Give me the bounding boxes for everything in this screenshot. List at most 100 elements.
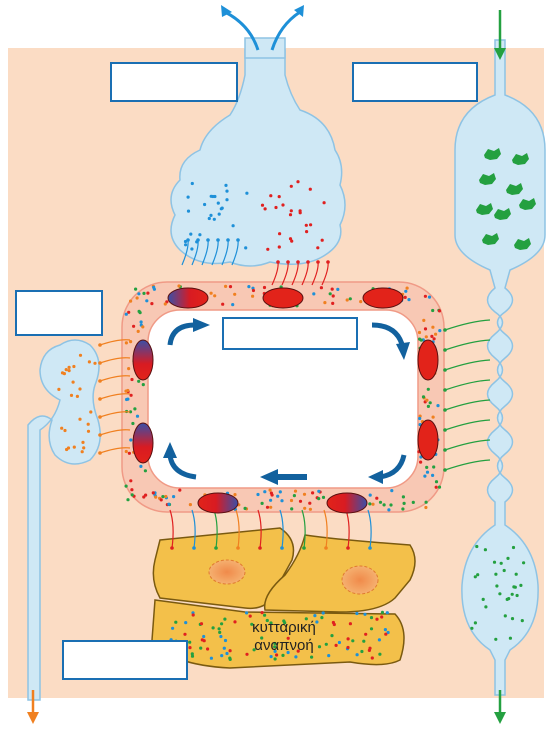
molecule-dot bbox=[150, 302, 153, 305]
molecule-dot bbox=[139, 465, 142, 468]
molecule-dot bbox=[192, 613, 195, 616]
molecule-dot bbox=[424, 295, 427, 298]
molecule-dot bbox=[174, 621, 177, 624]
molecule-dot bbox=[136, 415, 139, 418]
molecule-dot bbox=[261, 502, 264, 505]
molecule-dot bbox=[142, 383, 145, 386]
molecule-dot bbox=[167, 503, 170, 506]
molecule-dot bbox=[87, 430, 90, 433]
molecule-dot bbox=[425, 501, 428, 504]
molecule-dot bbox=[213, 294, 216, 297]
molecule-dot bbox=[57, 388, 60, 391]
molecule-dot bbox=[128, 452, 131, 455]
molecule-dot bbox=[183, 633, 186, 636]
molecule-dot bbox=[506, 557, 509, 560]
molecule-dot bbox=[202, 635, 205, 638]
molecule-dot bbox=[498, 592, 501, 595]
molecule-dot bbox=[364, 633, 367, 636]
label-box-cells[interactable] bbox=[62, 640, 188, 680]
molecule-dot bbox=[514, 586, 517, 589]
molecule-dot bbox=[320, 286, 323, 289]
molecule-dot bbox=[276, 495, 279, 498]
molecule-dot bbox=[425, 399, 428, 402]
molecule-dot bbox=[190, 247, 193, 250]
molecule-dot bbox=[203, 203, 206, 206]
label-box-circulation[interactable] bbox=[222, 317, 358, 350]
molecule-dot bbox=[299, 500, 302, 503]
cell-nucleus-2 bbox=[342, 566, 378, 594]
molecule-dot bbox=[383, 503, 386, 506]
molecule-dot bbox=[509, 637, 512, 640]
molecule-dot bbox=[133, 407, 136, 410]
molecule-dot bbox=[362, 640, 365, 643]
molecule-dot bbox=[209, 214, 212, 217]
molecule-dot bbox=[424, 506, 427, 509]
molecule-dot bbox=[278, 195, 281, 198]
molecule-dot bbox=[229, 658, 232, 661]
molecule-dot bbox=[261, 204, 264, 207]
molecule-dot bbox=[125, 313, 128, 316]
molecule-dot bbox=[274, 206, 277, 209]
molecule-dot bbox=[422, 319, 425, 322]
molecule-dot bbox=[369, 494, 372, 497]
molecule-dot bbox=[144, 469, 147, 472]
cell-nucleus-1 bbox=[209, 560, 245, 584]
molecule-dot bbox=[127, 367, 130, 370]
molecule-dot bbox=[390, 489, 393, 492]
molecule-dot bbox=[274, 657, 277, 660]
molecule-dot bbox=[351, 639, 354, 642]
molecule-dot bbox=[418, 331, 421, 334]
molecule-dot bbox=[515, 573, 518, 576]
molecule-dot bbox=[402, 495, 405, 498]
molecule-dot bbox=[263, 614, 266, 617]
molecule-dot bbox=[475, 545, 478, 548]
molecule-dot bbox=[249, 615, 252, 618]
molecule-dot bbox=[381, 611, 384, 614]
molecule-dot bbox=[247, 285, 250, 288]
molecule-dot bbox=[289, 213, 292, 216]
molecule-dot bbox=[125, 485, 128, 488]
molecule-dot bbox=[317, 490, 320, 493]
molecule-dot bbox=[403, 502, 406, 505]
molecule-dot bbox=[76, 395, 79, 398]
molecule-dot bbox=[329, 292, 332, 295]
molecule-dot bbox=[177, 284, 180, 287]
molecule-dot bbox=[309, 188, 312, 191]
label-box-digestion[interactable] bbox=[352, 62, 478, 102]
label-box-lungs[interactable] bbox=[110, 62, 238, 102]
molecule-dot bbox=[152, 491, 155, 494]
molecule-dot bbox=[368, 502, 371, 505]
molecule-dot bbox=[435, 480, 438, 483]
molecule-dot bbox=[221, 207, 224, 210]
molecule-dot bbox=[145, 299, 148, 302]
molecule-dot bbox=[68, 366, 71, 369]
molecule-dot bbox=[305, 230, 308, 233]
molecule-dot bbox=[432, 465, 435, 468]
molecule-dot bbox=[521, 619, 524, 622]
molecule-dot bbox=[355, 612, 358, 615]
molecule-dot bbox=[225, 190, 228, 193]
molecule-dot bbox=[233, 493, 236, 496]
label-box-kidney[interactable] bbox=[15, 290, 103, 336]
molecule-dot bbox=[244, 507, 247, 510]
molecule-dot bbox=[404, 296, 407, 299]
molecule-dot bbox=[210, 292, 213, 295]
molecule-dot bbox=[263, 286, 266, 289]
molecule-dot bbox=[245, 192, 248, 195]
molecule-dot bbox=[221, 303, 224, 306]
molecule-dot bbox=[321, 239, 324, 242]
molecule-dot bbox=[368, 647, 371, 650]
molecule-dot bbox=[389, 503, 392, 506]
molecule-dot bbox=[154, 496, 157, 499]
molecule-dot bbox=[261, 611, 264, 614]
molecule-dot bbox=[63, 372, 66, 375]
molecule-dot bbox=[429, 401, 432, 404]
molecule-dot bbox=[432, 416, 435, 419]
molecule-dot bbox=[88, 360, 91, 363]
molecule-dot bbox=[511, 617, 514, 620]
molecule-dot bbox=[424, 327, 427, 330]
molecule-dot bbox=[511, 593, 514, 596]
molecule-dot bbox=[323, 301, 326, 304]
molecule-dot bbox=[370, 616, 373, 619]
